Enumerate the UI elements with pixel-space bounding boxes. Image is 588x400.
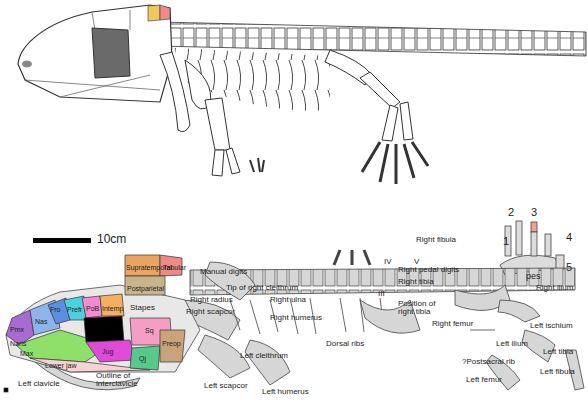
- part-label: Right fibula: [416, 236, 456, 244]
- part-label: IV: [384, 258, 392, 266]
- part-label: Outline of interclavicle: [96, 372, 156, 389]
- part-label: 10cm: [97, 233, 126, 246]
- part-label: Tabular: [163, 264, 186, 271]
- part-label: Intemp: [102, 305, 123, 312]
- part-label: Dorsal ribs: [326, 340, 364, 348]
- part-label: Nas: [35, 318, 47, 325]
- part-label: Right radius: [190, 296, 233, 304]
- part-label: Left clavicle: [18, 380, 60, 388]
- part-label: Right tibia: [398, 278, 434, 286]
- part-label: pes: [526, 272, 541, 281]
- part-label: Prefr: [67, 306, 82, 313]
- scale-bar: [33, 238, 91, 243]
- part-label: Position of right tibia: [398, 300, 450, 317]
- callout-number: 1: [503, 236, 509, 248]
- part-label: III: [378, 290, 385, 298]
- part-label: Sq: [145, 327, 154, 334]
- part-label: Left fibula: [540, 368, 575, 376]
- part-label: Left ilium: [496, 340, 528, 348]
- part-label: PoB: [86, 305, 99, 312]
- part-label: Left scapcor: [204, 382, 248, 390]
- part-label: Fro: [50, 306, 61, 313]
- specimen-skull: [4, 255, 200, 392]
- part-label: Naris: [10, 340, 26, 347]
- part-label: Manual digits: [200, 268, 247, 276]
- pes-detail: [500, 221, 564, 275]
- part-label: Right humerus: [270, 314, 322, 322]
- part-label: Left ischium: [530, 322, 573, 330]
- callout-number: 3: [531, 207, 537, 219]
- part-label: Pmx: [10, 326, 24, 333]
- part-label: Stapes: [130, 304, 155, 312]
- part-label: Max: [20, 350, 33, 357]
- callout-number: 2: [508, 207, 514, 219]
- part-label: Left humerus: [262, 388, 309, 396]
- part-label: Left femur: [466, 376, 502, 384]
- part-label: ?Postsacral rib: [462, 358, 515, 366]
- part-label: Qj: [139, 355, 146, 362]
- callout-number: 4: [566, 232, 572, 244]
- part-label: Right scapcor: [186, 308, 235, 316]
- reconstruction: [18, 5, 586, 184]
- part-label: Right femur: [432, 320, 473, 328]
- part-label: Tip of right cleithrum: [226, 284, 298, 292]
- part-label: Right pedal digits: [398, 266, 459, 274]
- part-label: Left tibia: [543, 348, 573, 356]
- part-label: Right ulna: [270, 296, 306, 304]
- callout-number: 5: [566, 262, 572, 274]
- part-label: Postparietal: [127, 285, 164, 292]
- part-label: Lower jaw: [45, 362, 77, 369]
- part-label: Left cleithrum: [240, 352, 288, 360]
- part-label: Preop: [162, 340, 181, 347]
- part-label: Jug: [102, 348, 113, 355]
- part-label: Right ilium: [536, 284, 573, 292]
